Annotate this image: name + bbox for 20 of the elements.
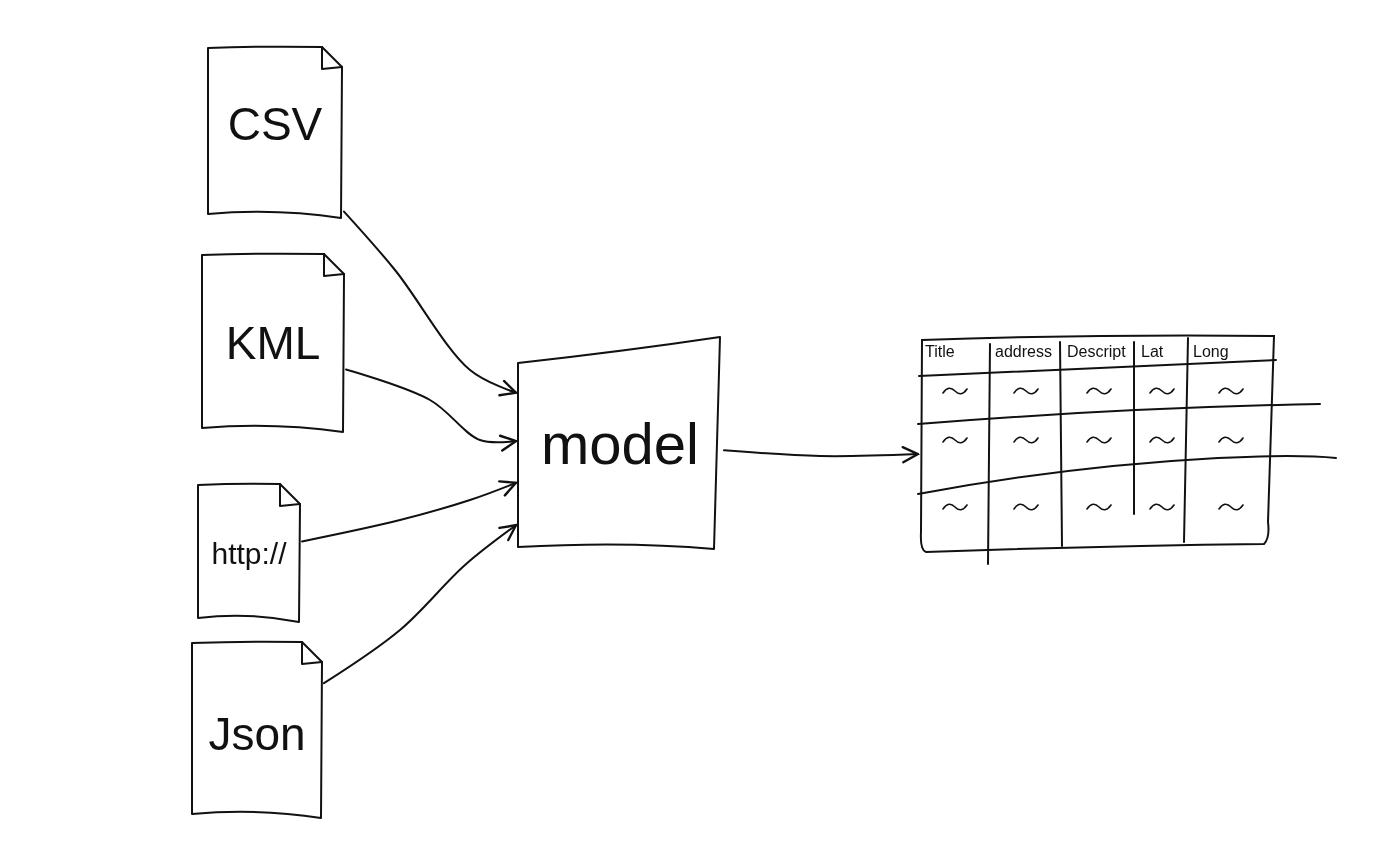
process-box [516, 335, 724, 553]
column-header: Descript [1067, 343, 1126, 361]
arrow [323, 524, 518, 685]
file-type-label: KML [225, 317, 321, 369]
file-type-label: Json [208, 708, 306, 760]
arrow [723, 446, 920, 464]
file-type-label: http:// [211, 536, 287, 570]
column-header: Long [1193, 343, 1229, 361]
file-type-label: CSV [227, 99, 323, 150]
file-document [200, 252, 346, 434]
box-label: model [541, 412, 699, 476]
arrow [301, 480, 518, 543]
arrow [345, 368, 518, 452]
column-header: address [995, 343, 1052, 361]
column-header: Lat [1141, 343, 1164, 361]
file-document [196, 482, 302, 624]
column-header: Title [925, 343, 955, 361]
file-document [190, 640, 324, 820]
arrow [343, 210, 518, 397]
file-document [206, 45, 344, 220]
